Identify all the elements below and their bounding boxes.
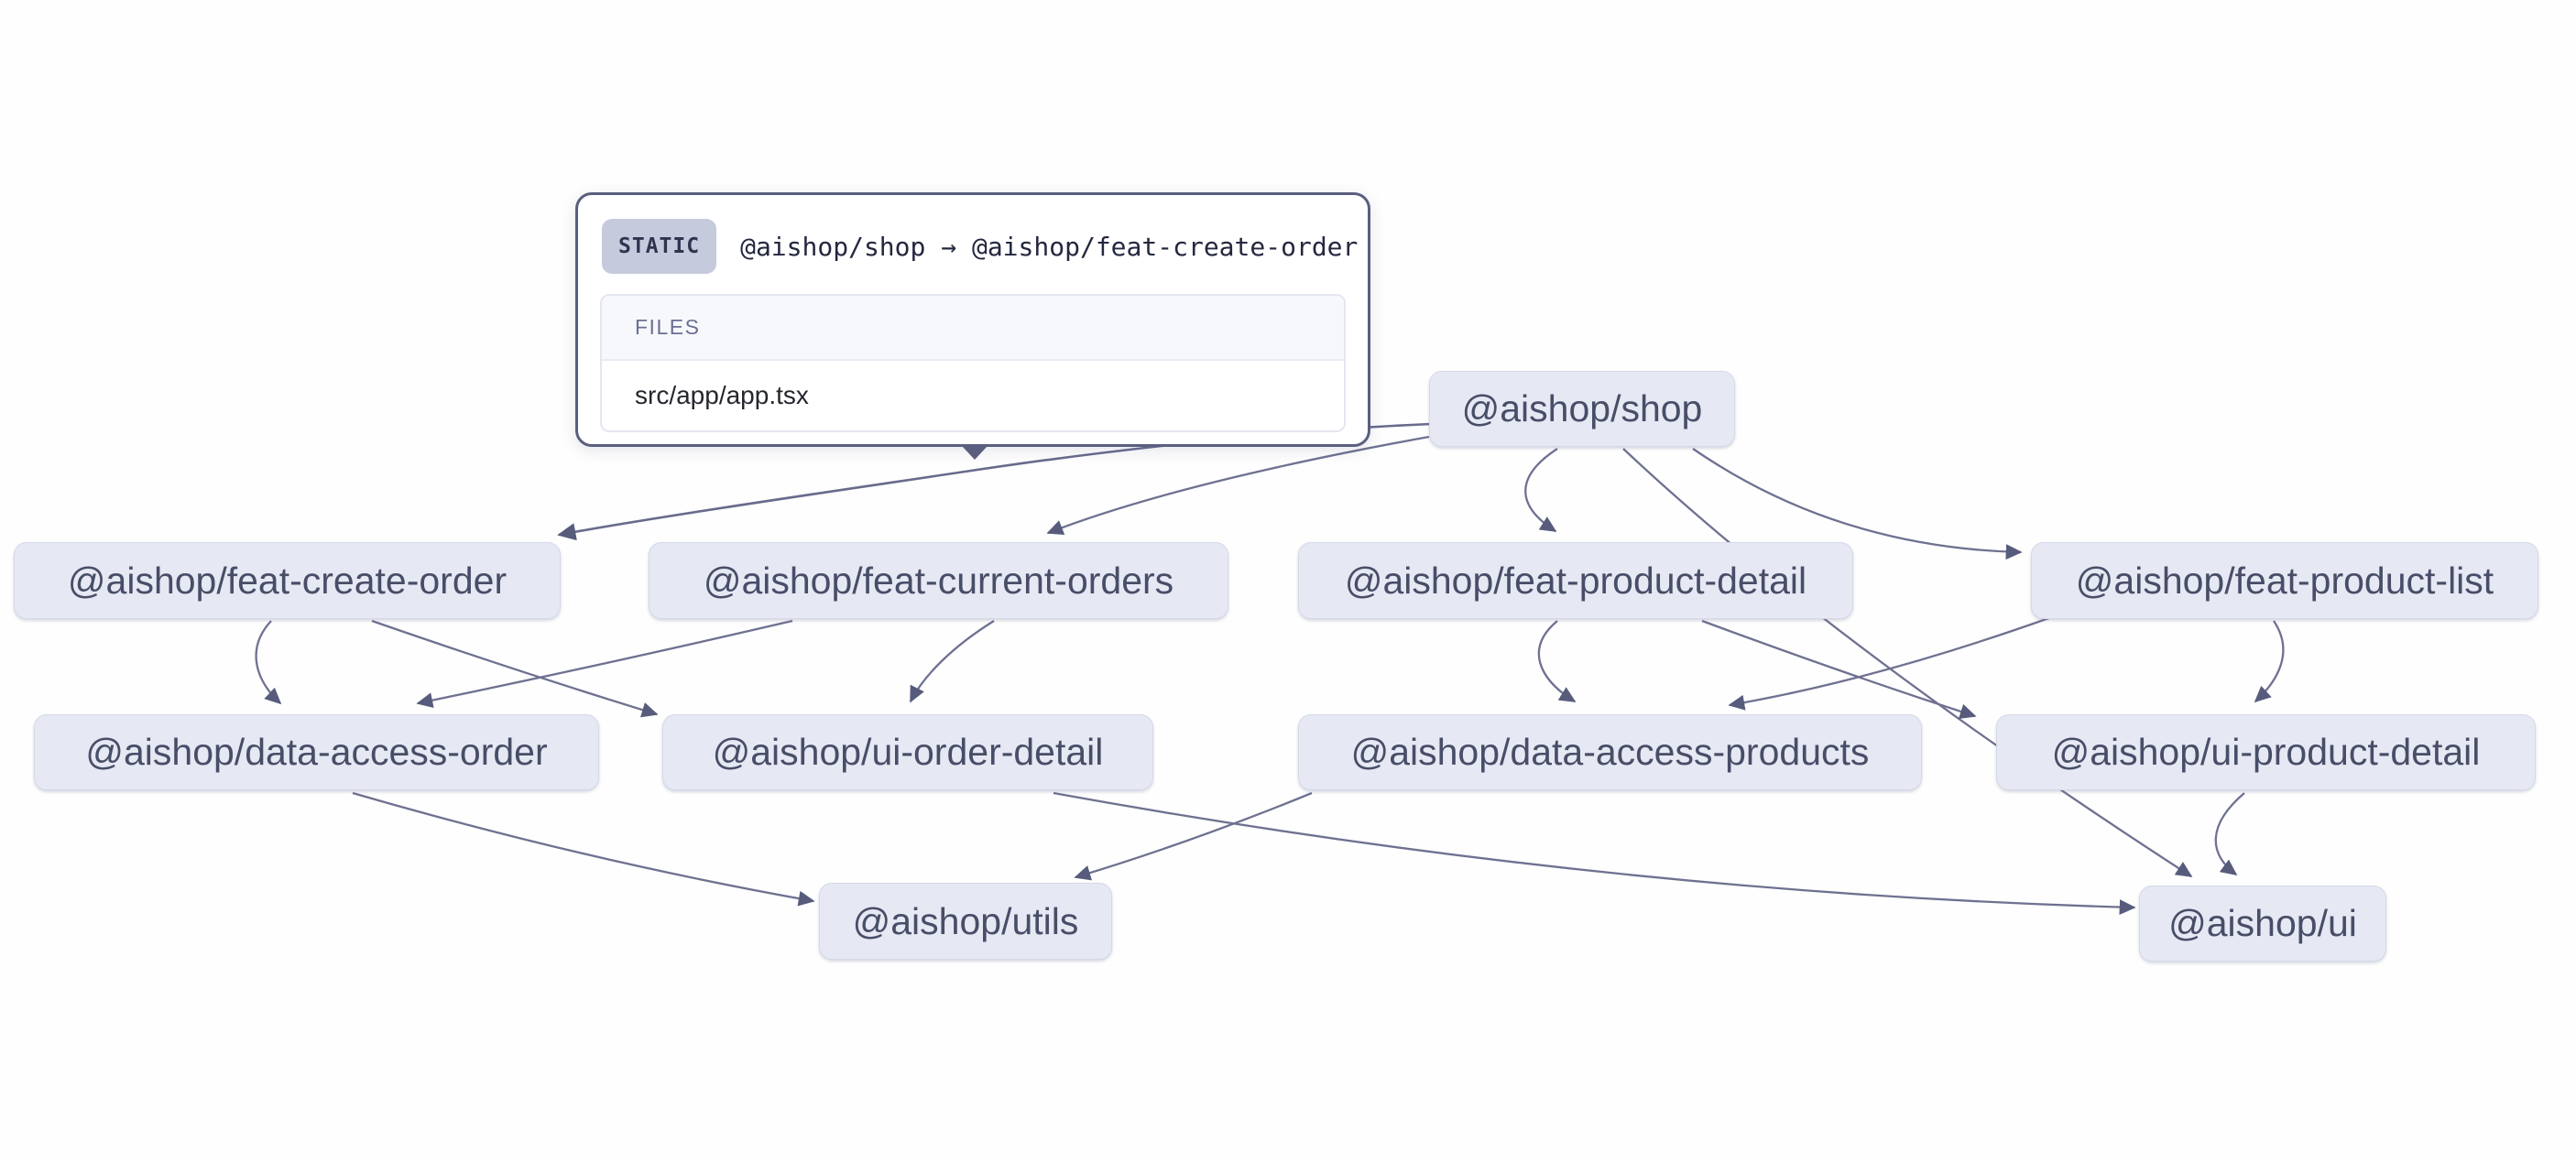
- edge-ui-product-detail-to-ui[interactable]: [2214, 792, 2245, 875]
- node-ui-order-detail[interactable]: @aishop/ui-order-detail: [662, 714, 1153, 790]
- tooltip-title: @aishop/shop → @aishop/feat-create-order: [740, 231, 1359, 262]
- edge-shop-to-ui[interactable]: [1622, 448, 2193, 877]
- edge-feat-create-order-to-ui-order-detail[interactable]: [371, 619, 659, 718]
- edge-feat-product-list-to-ui-product-detail[interactable]: [2254, 620, 2285, 703]
- edge-feat-product-detail-to-data-access-products[interactable]: [1537, 620, 1577, 702]
- node-data-access-products[interactable]: @aishop/data-access-products: [1298, 714, 1922, 790]
- node-feat-create-order[interactable]: @aishop/feat-create-order: [14, 542, 561, 619]
- dependency-tooltip: STATIC @aishop/shop → @aishop/feat-creat…: [575, 192, 1370, 460]
- node-feat-product-detail[interactable]: @aishop/feat-product-detail: [1298, 542, 1853, 619]
- edge-shop-to-feat-product-list[interactable]: [1692, 448, 2023, 560]
- edge-feat-product-list-to-data-access-products[interactable]: [1728, 614, 2058, 711]
- edge-ui-order-detail-to-ui[interactable]: [1053, 791, 2136, 916]
- edge-feat-product-detail-to-ui-product-detail[interactable]: [1701, 619, 1977, 720]
- edge-feat-create-order-to-data-access-order[interactable]: [255, 620, 282, 705]
- node-ui-product-detail[interactable]: @aishop/ui-product-detail: [1996, 714, 2536, 790]
- files-panel-header: FILES: [602, 296, 1344, 361]
- node-data-access-order[interactable]: @aishop/data-access-order: [34, 714, 599, 790]
- file-row[interactable]: src/app/app.tsx: [602, 361, 1344, 430]
- edge-feat-current-orders-to-ui-order-detail[interactable]: [909, 620, 995, 703]
- node-ui[interactable]: @aishop/ui: [2139, 886, 2386, 962]
- node-shop[interactable]: @aishop/shop: [1429, 371, 1735, 447]
- tooltip-header: STATIC @aishop/shop → @aishop/feat-creat…: [578, 195, 1368, 294]
- node-feat-current-orders[interactable]: @aishop/feat-current-orders: [649, 542, 1228, 619]
- node-feat-product-list[interactable]: @aishop/feat-product-list: [2031, 542, 2538, 619]
- node-utils[interactable]: @aishop/utils: [819, 883, 1112, 960]
- edge-data-access-products-to-utils[interactable]: [1074, 791, 1313, 881]
- files-panel: FILES src/app/app.tsx: [600, 294, 1346, 432]
- edge-feat-current-orders-to-data-access-order[interactable]: [416, 619, 793, 709]
- edge-data-access-order-to-utils[interactable]: [352, 791, 815, 907]
- tooltip-caret-icon: [962, 446, 988, 460]
- edge-shop-to-feat-current-orders[interactable]: [1046, 435, 1430, 535]
- static-badge: STATIC: [602, 219, 717, 274]
- edge-shop-to-feat-product-detail[interactable]: [1524, 448, 1558, 532]
